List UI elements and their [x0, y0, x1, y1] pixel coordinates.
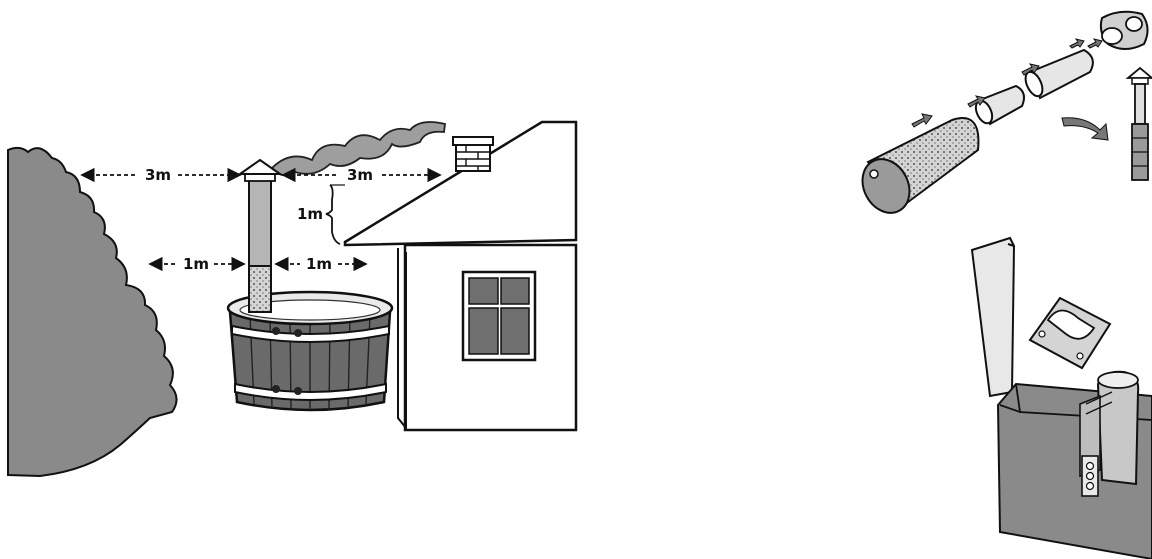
pipe-assembly-illustration: [861, 10, 1152, 214]
house-roof: [343, 120, 578, 247]
measure-chimney-to-house: 3m: [347, 166, 373, 184]
measure-chimney-above-roof: 1m: [297, 205, 323, 223]
pipe-elbow-cap: [1099, 10, 1149, 50]
stove-body: [996, 370, 1152, 559]
assembly-arrows: [911, 38, 1109, 141]
placement-scene: 3m 3m 1m 1m 1m: [7, 120, 578, 478]
stove-chimney-pipe: [236, 158, 284, 313]
height-bracket: [325, 184, 341, 245]
pipe-section-small: [974, 84, 1025, 126]
assembled-chimney: [1125, 66, 1152, 181]
measure-tub-to-house: 1m: [306, 255, 332, 273]
curved-arrow: [1061, 117, 1109, 141]
measure-bush-to-chimney: 3m: [145, 166, 171, 184]
stove-grate: [1028, 296, 1112, 370]
house-chimney: [452, 136, 494, 172]
pipe-section-long: [1024, 48, 1094, 100]
downpipe: [397, 248, 407, 431]
hot-tub: [226, 290, 394, 412]
stove-lid: [970, 236, 1016, 398]
smoke-illustration: [270, 121, 446, 177]
house-window: [461, 270, 537, 362]
insulated-pipe: [861, 117, 980, 214]
stove-illustration: [970, 236, 1152, 559]
measure-bush-to-tub: 1m: [183, 255, 209, 273]
bush-illustration: [7, 146, 178, 478]
